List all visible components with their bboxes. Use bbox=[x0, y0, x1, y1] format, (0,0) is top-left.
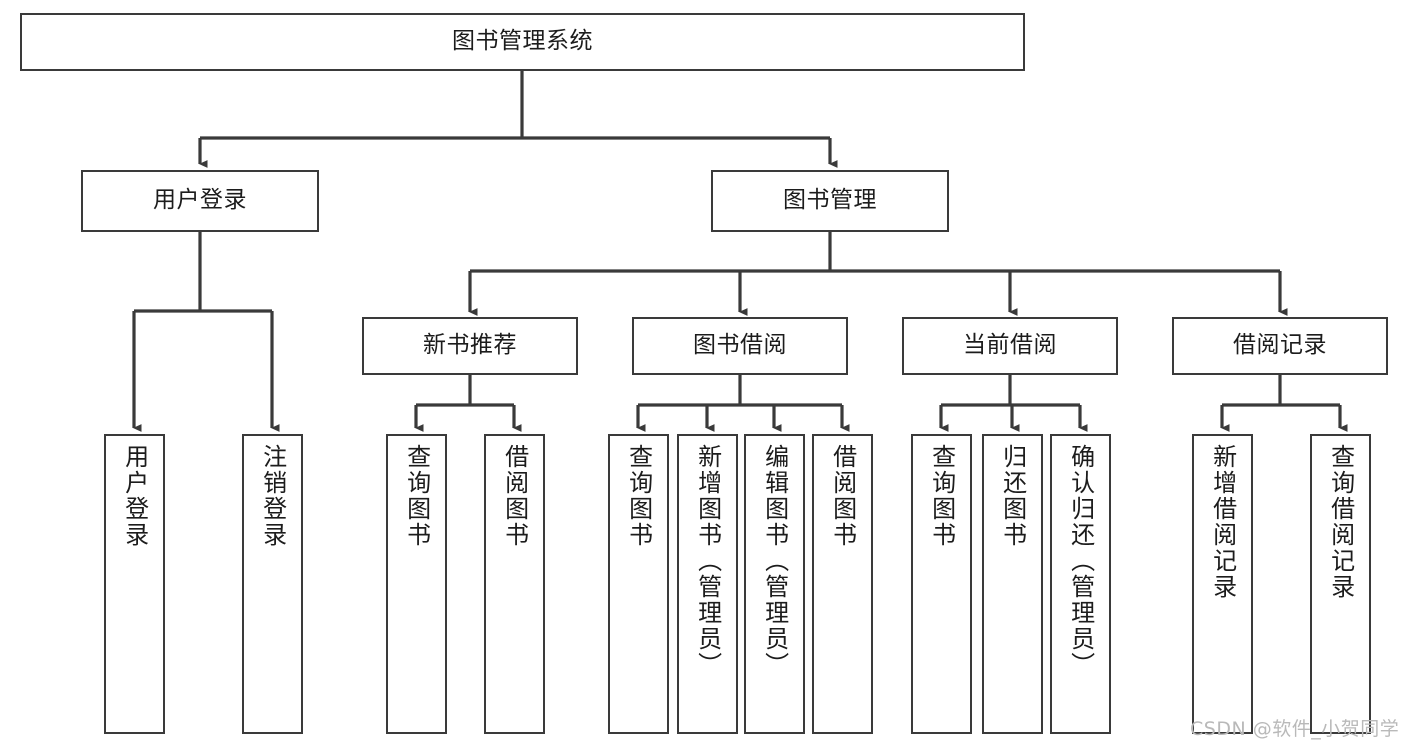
node-root-label: 图书管理系统 bbox=[452, 28, 593, 55]
node-root[interactable]: 图书管理系统 bbox=[20, 13, 1025, 71]
node-leaf-query-book-b-label: 查询图书 bbox=[624, 444, 653, 548]
node-leaf-add-record-label: 新增借阅记录 bbox=[1208, 444, 1237, 600]
node-user-login[interactable]: 用户登录 bbox=[81, 170, 319, 232]
node-leaf-borrow-book-b-label: 借阅图书 bbox=[828, 444, 857, 548]
node-leaf-user-login[interactable]: 用户登录 bbox=[104, 434, 165, 734]
node-leaf-query-book-a-label: 查询图书 bbox=[402, 444, 431, 548]
node-leaf-logout[interactable]: 注销登录 bbox=[242, 434, 303, 734]
node-book-borrow-label: 图书借阅 bbox=[693, 332, 787, 359]
node-leaf-logout-label: 注销登录 bbox=[258, 444, 287, 548]
node-book-borrow[interactable]: 图书借阅 bbox=[632, 317, 848, 375]
node-leaf-user-login-label: 用户登录 bbox=[120, 444, 149, 548]
node-new-book-recommend[interactable]: 新书推荐 bbox=[362, 317, 578, 375]
node-book-manage-label: 图书管理 bbox=[783, 187, 877, 214]
node-leaf-borrow-book-a-label: 借阅图书 bbox=[500, 444, 529, 548]
node-current-borrow-label: 当前借阅 bbox=[963, 332, 1057, 359]
node-leaf-query-record-label: 查询借阅记录 bbox=[1326, 444, 1355, 600]
node-leaf-query-book-b[interactable]: 查询图书 bbox=[608, 434, 669, 734]
node-leaf-confirm-return[interactable]: 确认归还（管理员） bbox=[1050, 434, 1111, 734]
node-book-manage[interactable]: 图书管理 bbox=[711, 170, 949, 232]
node-leaf-borrow-book-b[interactable]: 借阅图书 bbox=[812, 434, 873, 734]
node-leaf-query-book-a[interactable]: 查询图书 bbox=[386, 434, 447, 734]
node-leaf-add-record[interactable]: 新增借阅记录 bbox=[1192, 434, 1253, 734]
node-borrow-record-label: 借阅记录 bbox=[1233, 332, 1327, 359]
node-leaf-return-book-label: 归还图书 bbox=[998, 444, 1027, 548]
node-leaf-return-book[interactable]: 归还图书 bbox=[982, 434, 1043, 734]
node-new-book-recommend-label: 新书推荐 bbox=[423, 332, 517, 359]
node-leaf-edit-book-label: 编辑图书（管理员） bbox=[760, 444, 789, 678]
node-current-borrow[interactable]: 当前借阅 bbox=[902, 317, 1118, 375]
node-leaf-add-book-label: 新增图书（管理员） bbox=[693, 444, 722, 678]
node-leaf-query-book-c[interactable]: 查询图书 bbox=[911, 434, 972, 734]
node-leaf-confirm-return-label: 确认归还（管理员） bbox=[1066, 444, 1095, 678]
node-leaf-borrow-book-a[interactable]: 借阅图书 bbox=[484, 434, 545, 734]
node-user-login-label: 用户登录 bbox=[153, 187, 247, 214]
node-leaf-query-book-c-label: 查询图书 bbox=[927, 444, 956, 548]
watermark-text: CSDN @软件_小贺同学 bbox=[1190, 718, 1400, 740]
node-leaf-add-book[interactable]: 新增图书（管理员） bbox=[677, 434, 738, 734]
node-borrow-record[interactable]: 借阅记录 bbox=[1172, 317, 1388, 375]
node-leaf-query-record[interactable]: 查询借阅记录 bbox=[1310, 434, 1371, 734]
node-leaf-edit-book[interactable]: 编辑图书（管理员） bbox=[744, 434, 805, 734]
